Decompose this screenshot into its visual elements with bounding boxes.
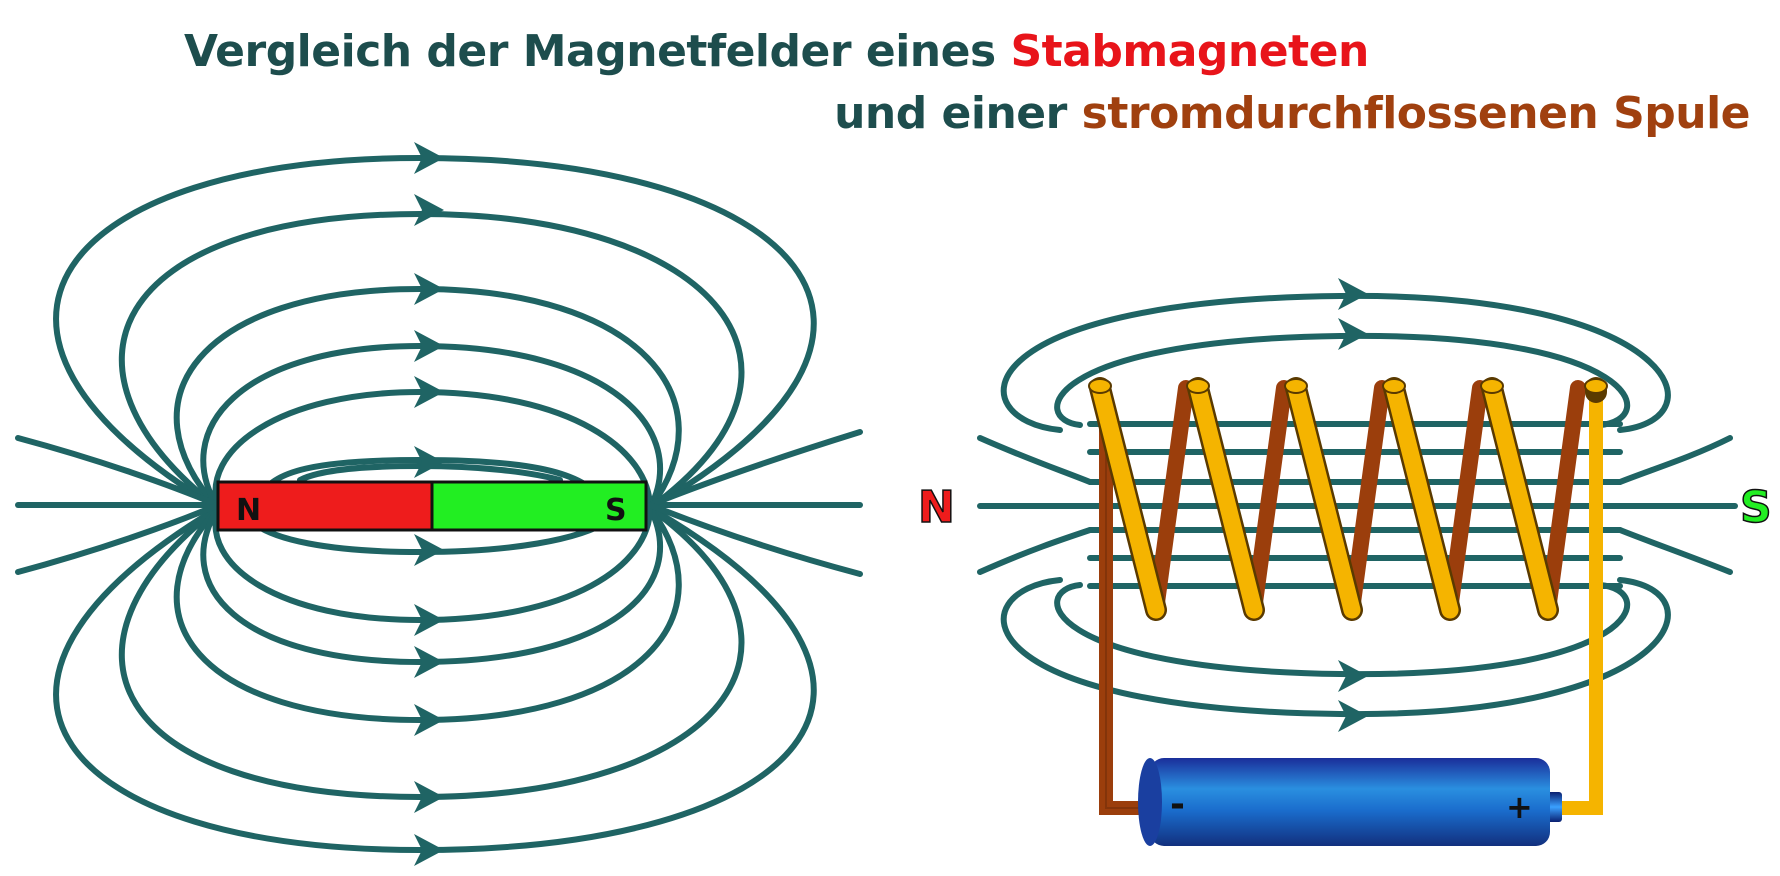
winding-back: [1246, 380, 1292, 618]
title-line-1-prefix: Vergleich der Magnetfelder eines: [184, 26, 1011, 77]
title-line-2-prefix: und einer: [834, 88, 1082, 139]
battery-plus-label: +: [1506, 788, 1533, 826]
field-line: [200, 342, 663, 511]
arrow-icon: [1338, 660, 1368, 692]
field-line: [1054, 582, 1631, 678]
arrow-icon: [414, 534, 444, 566]
coil-field-lines: [977, 292, 1738, 718]
arrow-icon: [414, 704, 444, 736]
field-line: [173, 285, 682, 511]
field-line: [257, 456, 603, 501]
arrow-icon: [414, 376, 444, 408]
field-line: [977, 435, 1093, 485]
winding-back: [1148, 380, 1194, 618]
title-highlight-coil: stromdurchflossenen Spule: [1081, 88, 1751, 139]
title-highlight-magnet: Stabmagneten: [1010, 26, 1369, 77]
winding-front: [1091, 379, 1165, 619]
field-line: [1617, 435, 1733, 485]
field-line: [1000, 292, 1671, 433]
winding-front: [1483, 379, 1557, 619]
winding-front: [1189, 379, 1263, 619]
coil-arrows: [1338, 278, 1368, 732]
winding-front: [1385, 379, 1459, 619]
field-line: [1000, 577, 1671, 718]
coil-north-label: N: [918, 482, 955, 533]
arrow-icon: [1338, 278, 1368, 310]
arrow-icon: [414, 604, 444, 636]
field-line: [53, 505, 817, 854]
bar-magnet: N S: [216, 480, 648, 532]
arrow-icon: [1338, 318, 1368, 350]
winding-back: [1344, 380, 1390, 618]
field-line: [200, 505, 663, 666]
field-line: [212, 388, 653, 511]
arrow-icon: [414, 781, 444, 813]
coil-south-label: S: [1740, 482, 1772, 533]
coil-front-windings: [1088, 377, 1608, 621]
field-line: [1054, 332, 1631, 428]
winding-back: [1442, 380, 1488, 618]
battery-body: [1150, 758, 1550, 846]
bar-magnet-arrows: [414, 142, 444, 866]
magnet-north-label: N: [236, 493, 261, 528]
battery: - +: [1138, 758, 1562, 846]
coil-back-windings: [1098, 380, 1586, 618]
field-line: [647, 429, 863, 508]
field-line: [1617, 527, 1733, 575]
field-line: [247, 517, 613, 556]
field-line: [977, 527, 1093, 575]
winding-front: [1287, 379, 1361, 619]
magnet-south-label: S: [605, 493, 627, 528]
arrow-icon: [414, 330, 444, 362]
magnet-south-half: [430, 480, 648, 532]
arrow-icon: [414, 194, 444, 226]
field-line: [118, 505, 745, 801]
field-line: [53, 154, 817, 511]
arrow-icon: [414, 446, 444, 478]
wire-front-right: [1558, 390, 1603, 815]
field-line: [15, 435, 221, 508]
field-line: [647, 502, 863, 577]
arrow-icon: [414, 834, 444, 866]
title-line-1: Vergleich der Magnetfelder eines Stabmag…: [184, 26, 1369, 77]
arrow-icon: [1338, 700, 1368, 732]
field-line: [212, 505, 653, 624]
field-line: [173, 505, 682, 724]
winding-back: [1540, 380, 1586, 618]
field-line: [15, 502, 221, 575]
title-line-2: und einer stromdurchflossenen Spule: [834, 88, 1750, 139]
magnet-north-half: [216, 480, 434, 532]
arrow-icon: [414, 273, 444, 305]
battery-minus-label: -: [1170, 784, 1185, 825]
arrow-icon: [414, 646, 444, 678]
arrow-icon: [414, 142, 444, 174]
